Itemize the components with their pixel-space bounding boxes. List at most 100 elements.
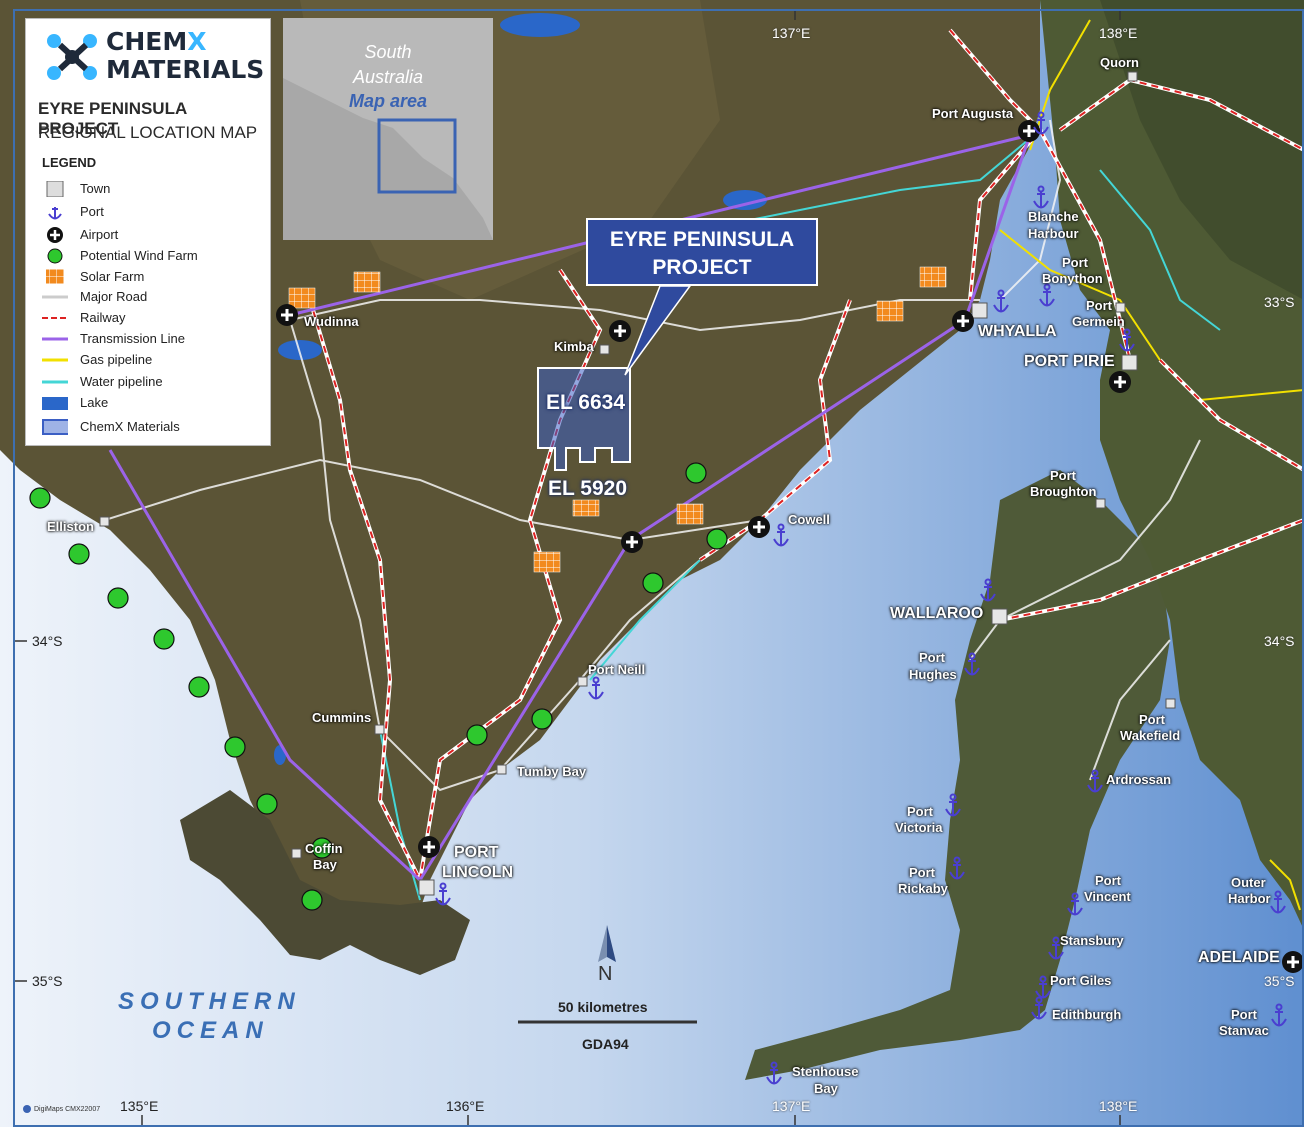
lat-label-33: 33°S bbox=[1264, 294, 1295, 310]
place-victoria-1: Port bbox=[907, 804, 933, 819]
solar-farm-marker bbox=[533, 551, 561, 573]
wind-farm-marker bbox=[466, 724, 488, 746]
inset-map-area-label: Map area bbox=[348, 91, 428, 111]
place-lincoln-1: PORT bbox=[454, 844, 499, 861]
north-label: N bbox=[598, 963, 613, 985]
airplane-icon bbox=[47, 227, 63, 243]
town-square-icon bbox=[46, 181, 64, 197]
town-marker bbox=[577, 676, 588, 687]
town-marker bbox=[291, 848, 302, 859]
legend-item-solar: Solar Farm bbox=[42, 267, 262, 287]
airport-icon bbox=[1109, 371, 1131, 393]
anchor-icon bbox=[435, 882, 451, 906]
legend-item-airport: Airport bbox=[42, 225, 262, 245]
place-whyalla: WHYALLA bbox=[978, 323, 1057, 340]
wind-farm-marker bbox=[642, 572, 664, 594]
tenement-label-el6634: EL 6634 bbox=[546, 391, 626, 414]
yorke-peninsula-land bbox=[745, 470, 1170, 1080]
ocean-label-1: SOUTHERN bbox=[118, 988, 301, 1015]
place-hughes-2: Hughes bbox=[909, 667, 957, 682]
legend-item-transmission: Transmission Line bbox=[42, 329, 262, 349]
anchor-icon bbox=[1048, 936, 1064, 960]
place-port-pirie: PORT PIRIE bbox=[1024, 353, 1115, 370]
road-line-icon bbox=[42, 295, 68, 299]
place-stenhouse-1: Stenhouse bbox=[792, 1064, 859, 1079]
lon-label-137: 137°E bbox=[772, 1098, 811, 1114]
chemx-tenement-el6634[interactable] bbox=[537, 367, 631, 471]
town-marker bbox=[991, 608, 1008, 625]
lat-label-34-left: 34°S bbox=[32, 633, 63, 649]
solar-farm-marker bbox=[353, 271, 381, 293]
place-broughton-1: Port bbox=[1050, 468, 1076, 483]
datum-label: GDA94 bbox=[582, 1036, 629, 1052]
wind-farm-marker bbox=[68, 543, 90, 565]
anchor-icon bbox=[1035, 975, 1051, 999]
north-arrow-icon bbox=[598, 925, 616, 962]
legend-item-water: Water pipeline bbox=[42, 372, 262, 392]
tenement-icon bbox=[42, 419, 68, 435]
place-rickaby-2: Rickaby bbox=[898, 881, 948, 896]
map-frame bbox=[13, 9, 1304, 1127]
wind-farm-marker bbox=[685, 462, 707, 484]
ports bbox=[435, 111, 1287, 1085]
gas-line-icon bbox=[42, 358, 68, 362]
place-wakefield-1: Port bbox=[1139, 712, 1165, 727]
place-elliston: Elliston bbox=[47, 519, 94, 534]
town-marker bbox=[1121, 354, 1138, 371]
place-bonython-2: Bonython bbox=[1042, 271, 1103, 286]
airports bbox=[276, 120, 1304, 973]
place-stanvac-1: Port bbox=[1231, 1007, 1257, 1022]
legend-item-wind: Potential Wind Farm bbox=[42, 246, 262, 266]
project-subtitle: REGIONAL LOCATION MAP bbox=[38, 123, 258, 142]
scale-label: 50 kilometres bbox=[558, 999, 648, 1015]
place-lincoln-2: LINCOLN bbox=[442, 864, 514, 881]
anchor-icon bbox=[1039, 283, 1055, 307]
anchor-icon bbox=[945, 793, 961, 817]
town-marker bbox=[418, 879, 435, 896]
wind-farm-marker bbox=[107, 587, 129, 609]
town-marker bbox=[1165, 698, 1176, 709]
anchor-icon bbox=[1067, 892, 1083, 916]
wind-farm-marker bbox=[706, 528, 728, 550]
brand-line-1: CHEMX bbox=[106, 27, 207, 56]
place-wudinna: Wudinna bbox=[304, 314, 359, 329]
place-hughes-1: Port bbox=[919, 650, 945, 665]
lon-label-136: 136°E bbox=[446, 1098, 485, 1114]
airport-icon bbox=[276, 304, 298, 326]
anchor-icon bbox=[773, 523, 789, 547]
lat-label-35-left: 35°S bbox=[32, 973, 63, 989]
inset-coastline bbox=[283, 78, 493, 240]
airport-icon bbox=[1282, 951, 1304, 973]
inset-label-2: Australia bbox=[352, 67, 424, 87]
airport-icon bbox=[418, 836, 440, 858]
anchor-icon bbox=[1031, 996, 1047, 1020]
place-bonython-1: Port bbox=[1062, 255, 1088, 270]
lake bbox=[500, 13, 580, 37]
place-germein-2: Germein bbox=[1072, 314, 1125, 329]
anchor-icon bbox=[980, 578, 996, 602]
chemx-logo-icon bbox=[47, 34, 97, 80]
place-broughton-2: Broughton bbox=[1030, 484, 1097, 499]
airport-icon bbox=[952, 310, 974, 332]
project-callout: EYRE PENINSULA PROJECT bbox=[586, 218, 818, 286]
airport-icon bbox=[621, 531, 643, 553]
wind-farm-marker bbox=[301, 889, 323, 911]
anchor-icon bbox=[1033, 111, 1049, 135]
town-marker bbox=[496, 764, 507, 775]
place-blanche-2: Harbour bbox=[1028, 226, 1079, 241]
legend-item-town: Town bbox=[42, 179, 262, 199]
solar-grid-icon bbox=[46, 269, 64, 284]
callout-pointer bbox=[624, 285, 692, 376]
legend-panel: CHEMX MATERIALS EYRE PENINSULA PROJECT R… bbox=[25, 18, 271, 446]
lon-label-138-top: 138°E bbox=[1099, 25, 1138, 41]
inset-map: South Australia Map area bbox=[283, 18, 493, 240]
lon-label-138: 138°E bbox=[1099, 1098, 1138, 1114]
airport-icon bbox=[609, 320, 631, 342]
place-port-giles: Port Giles bbox=[1050, 973, 1112, 988]
anchor-icon bbox=[949, 856, 965, 880]
place-rickaby-1: Port bbox=[909, 865, 935, 880]
place-blanche-1: Blanche bbox=[1028, 209, 1079, 224]
place-cowell: Cowell bbox=[788, 512, 830, 527]
place-stanvac-2: Stanvac bbox=[1219, 1023, 1269, 1038]
water-line-icon bbox=[42, 380, 68, 384]
